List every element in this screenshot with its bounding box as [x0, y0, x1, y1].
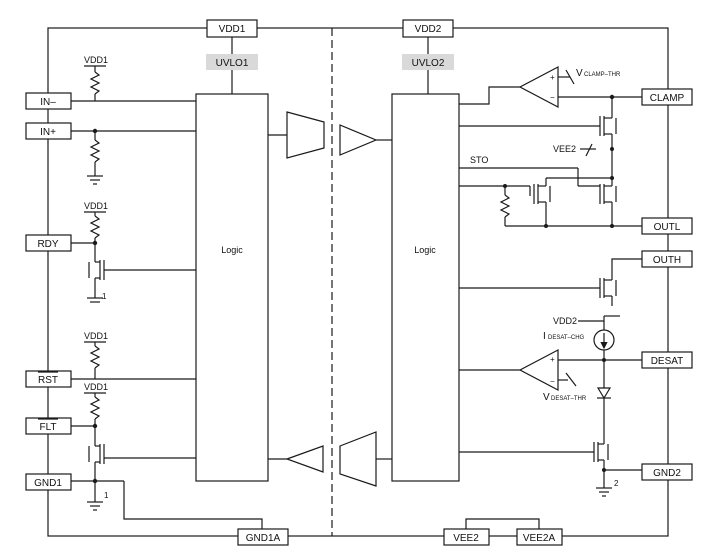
- pin-outl: [641, 217, 693, 235]
- uvlo2-label: UVLO2: [412, 58, 445, 69]
- in-minus-pullup-label: VDD1: [84, 55, 108, 65]
- vdd2-source-label: VDD2: [553, 316, 577, 326]
- isolator-tx-bottom: [339, 431, 377, 487]
- pin-gnd2: [641, 463, 693, 481]
- gnd2-ground-number: 2: [614, 479, 619, 488]
- package-outline: [47, 27, 669, 537]
- i-desat-subscript: DESAT–CHG: [548, 335, 585, 341]
- desat-discharge-transistor: [459, 442, 609, 470]
- pin-vdd1-label: VDD1: [219, 24, 246, 35]
- isolator-tx-top: [286, 111, 325, 159]
- uvlo1-label: UVLO1: [216, 58, 249, 69]
- logic-block-left: [195, 93, 269, 482]
- gnd1-ground-number: 1: [104, 491, 109, 500]
- uvlo2-block: [402, 54, 454, 70]
- rdy-pullup-label: VDD1: [84, 201, 108, 211]
- v-desat-label: V: [543, 392, 550, 403]
- pin-gnd1: [25, 473, 72, 491]
- pin-in-minus-label: IN–: [40, 97, 56, 108]
- v-clamp-label: V: [576, 68, 583, 79]
- pin-gnd2-label: GND2: [653, 468, 681, 479]
- sto-transistor: [529, 177, 612, 226]
- v-desat-subscript: DESAT–THR: [551, 396, 587, 402]
- logic-right-label: Logic: [414, 245, 436, 255]
- svg-text:+: +: [550, 73, 555, 82]
- outh-transistor: [459, 278, 617, 306]
- logic-left-label: Logic: [221, 245, 243, 255]
- pin-desat: [641, 351, 693, 369]
- pin-outh-label: OUTH: [653, 255, 681, 266]
- svg-text:+: +: [550, 355, 555, 364]
- svg-text:−: −: [550, 93, 555, 102]
- pin-vdd2-label: VDD2: [415, 24, 442, 35]
- rst-pullup-label: VDD1: [84, 331, 108, 341]
- pin-gnd1-label: GND1: [34, 478, 62, 489]
- pin-desat-label: DESAT: [651, 356, 684, 367]
- desat-comparator: [518, 349, 559, 391]
- clamp-comparator: [518, 66, 559, 108]
- uvlo1-block: [206, 54, 258, 70]
- desat-diode: [596, 387, 612, 444]
- pin-gnd1a-label: GND1A: [246, 533, 281, 544]
- pin-outl-label: OUTL: [654, 222, 681, 233]
- sto-label: STO: [470, 155, 488, 165]
- pin-vee2a-label: VEE2A: [523, 533, 556, 544]
- flt-transistor: [88, 444, 196, 481]
- pin-flt-label: FLT: [39, 422, 56, 433]
- pin-clamp-label: CLAMP: [650, 93, 685, 104]
- pin-vee2-label: VEE2: [453, 533, 479, 544]
- flt-pullup-label: VDD1: [84, 382, 108, 392]
- vee2-gate-label: VEE2: [553, 144, 576, 154]
- rdy-transistor: [88, 258, 196, 298]
- v-clamp-subscript: CLAMP–THR: [584, 72, 621, 78]
- logic-block-right: [391, 93, 460, 482]
- pin-rdy-label: RDY: [37, 239, 58, 250]
- isolator-rx-top: [339, 124, 378, 156]
- outl-transistor: [599, 165, 617, 226]
- pin-clamp: [641, 88, 693, 106]
- pin-in-plus-label: IN+: [40, 127, 56, 138]
- svg-text:−: −: [550, 377, 555, 386]
- pin-gnd1a: [237, 528, 289, 546]
- rdy-ground-number: 1: [102, 292, 107, 301]
- pin-rst-label: RST: [38, 375, 58, 386]
- isolator-rx-bottom: [285, 445, 324, 473]
- i-desat-label: I: [543, 331, 546, 342]
